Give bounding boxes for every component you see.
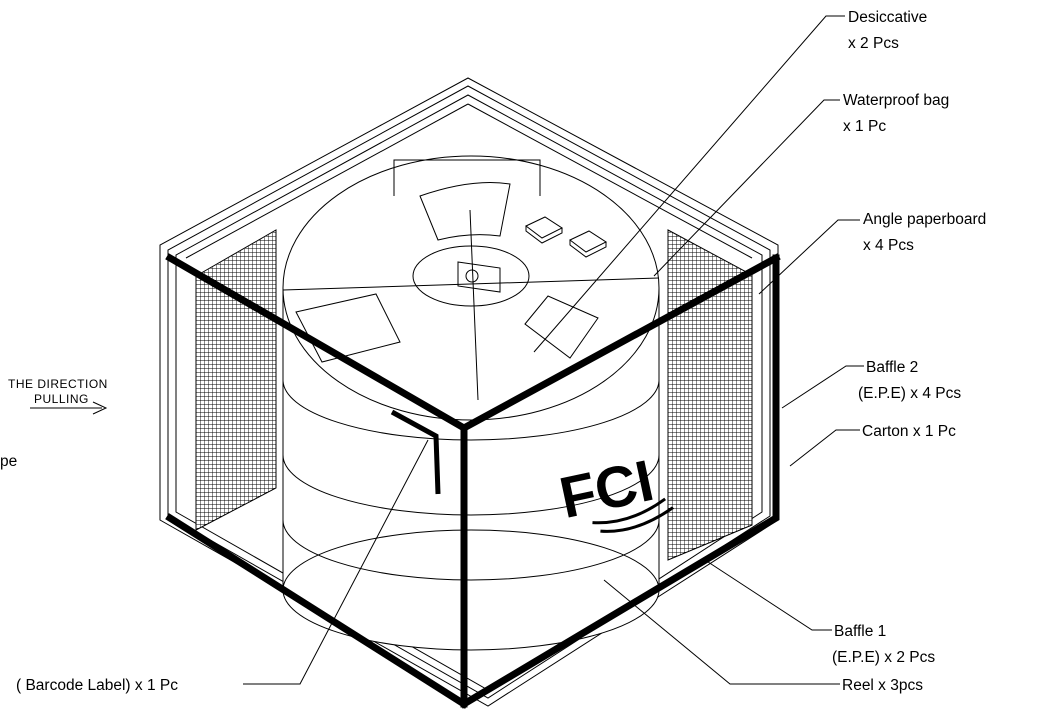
pulling-direction-arrow	[30, 401, 108, 415]
label-angle-paperboard: Angle paperboard	[863, 211, 986, 228]
label-barcode: ( Barcode Label) x 1 Pc	[16, 677, 178, 694]
label-baffle-2-qty: (E.P.E) x 4 Pcs	[858, 385, 961, 402]
leader-lines	[243, 15, 864, 685]
back-panel	[393, 159, 541, 196]
carton-top-inner	[185, 103, 753, 259]
label-baffle-1: Baffle 1	[834, 623, 886, 640]
label-baffle-1-qty: (E.P.E) x 2 Pcs	[832, 649, 935, 666]
desiccative-packs	[525, 216, 608, 258]
label-desiccative-qty: x 2 Pcs	[848, 35, 899, 52]
label-tape-fragment: pe	[0, 453, 17, 470]
barcode-label	[390, 409, 441, 495]
label-waterproof-bag-qty: x 1 Pc	[843, 118, 886, 135]
label-pulling: PULLING	[34, 392, 89, 406]
label-desiccative: Desiccative	[848, 9, 927, 26]
label-direction: THE DIRECTION	[8, 377, 108, 391]
label-reel: Reel x 3pcs	[842, 677, 923, 694]
angle-paperboards	[165, 253, 781, 709]
label-waterproof-bag: Waterproof bag	[843, 92, 949, 109]
label-baffle-2: Baffle 2	[866, 359, 918, 376]
label-carton: Carton x 1 Pc	[862, 423, 956, 440]
label-angle-paperboard-qty: x 4 Pcs	[863, 237, 914, 254]
labels: Desiccative x 2 Pcs Waterproof bag x 1 P…	[0, 9, 986, 694]
